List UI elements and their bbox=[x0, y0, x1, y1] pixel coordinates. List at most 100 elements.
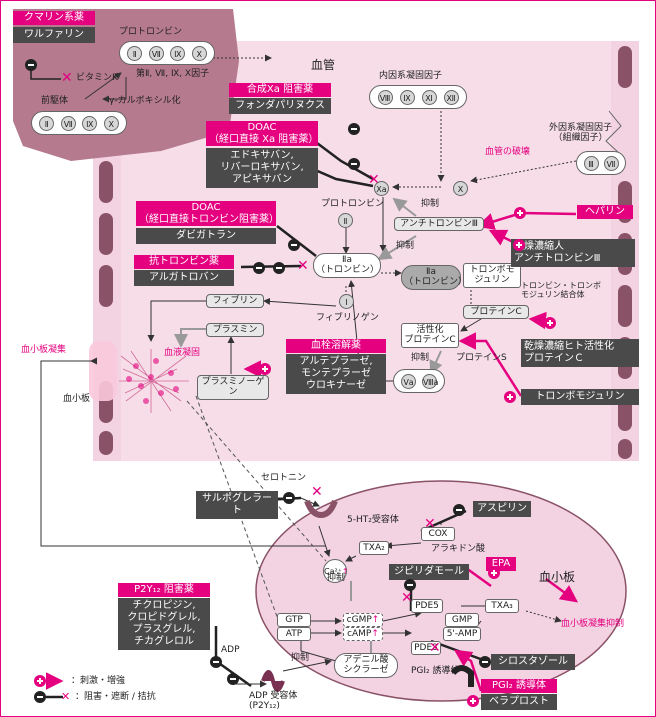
fondaparinux-label: フォンダパリヌクス bbox=[229, 98, 331, 114]
dried-apc-label: 乾燥濃縮ヒト活性化 プロテインＣ bbox=[521, 339, 639, 367]
protein-s-label: プロテインS bbox=[456, 353, 507, 363]
legend-plus-icon bbox=[34, 675, 46, 687]
vessel-damage-label: 血管の破壊 bbox=[485, 147, 531, 157]
inhibit-x-icon: ✕ bbox=[61, 70, 73, 86]
factor-circle: Ⅸ bbox=[170, 45, 186, 61]
platelet-aggregation-label: 血小板凝集 bbox=[21, 345, 67, 355]
plus-icon bbox=[467, 695, 479, 707]
factors-label: 第Ⅱ, Ⅶ, Ⅸ, Ⅹ因子 bbox=[136, 69, 210, 79]
minus-icon bbox=[479, 656, 491, 668]
thrombomodulin-inner-box: トロンボモ ジュリン bbox=[463, 263, 521, 288]
cox-box: COX bbox=[421, 527, 455, 542]
factor-circle: Ⅴa bbox=[401, 373, 416, 389]
factor-circle: Ⅶ bbox=[60, 115, 76, 131]
inhibit-label-1: 抑制 bbox=[421, 199, 440, 209]
blood-clot-label: 血液凝固 bbox=[164, 348, 201, 358]
left-wall-cells bbox=[99, 161, 113, 455]
iia-thrombin-box: Ⅱa （トロンビン） bbox=[313, 253, 381, 278]
p2y12-body: チクロピジン, クロピドグレル, プラスグレル, チカグレロル bbox=[118, 598, 210, 650]
txa3-box: TXA₃ bbox=[485, 599, 519, 614]
cgmp-up-arrow: ↑ bbox=[371, 615, 380, 625]
plus-icon bbox=[513, 239, 525, 251]
adenylate-cyclase-box: アデニル酸 シクラーゼ bbox=[334, 653, 398, 678]
intrinsic-label: 内因系凝固因子 bbox=[379, 71, 443, 81]
platelet-label: 血小板 bbox=[63, 394, 91, 404]
sarpogrelate-label: サルポグレラート bbox=[196, 491, 278, 519]
inhibit-label-b: 抑制 bbox=[291, 653, 310, 663]
pde3-box: PDE3 bbox=[411, 641, 441, 656]
vitamin-k-label: ビタミンK bbox=[76, 73, 118, 83]
factor-circle: Ⅶ bbox=[148, 45, 164, 61]
inhibit-label-2: 抑制 bbox=[396, 241, 415, 251]
minus-icon bbox=[453, 504, 465, 516]
doac-xa-body: エドキサバン, リバーロキサバン, アピキサバン bbox=[206, 148, 318, 188]
gmp-box: GMP bbox=[445, 613, 479, 628]
factor-circle: Ⅲ bbox=[583, 155, 599, 171]
inhibit-x-icon: ✕ bbox=[401, 590, 413, 606]
activated-pc-box: 活性化 プロテインC bbox=[401, 323, 459, 348]
heparin-label: ヘパリン bbox=[577, 205, 633, 219]
dried-at-label: 乾燥濃縮人 アンチトロンビンⅢ bbox=[511, 239, 635, 267]
minus-icon bbox=[253, 262, 265, 274]
ca-label: Ca²⁺ bbox=[324, 567, 342, 576]
atp-box: ATP bbox=[277, 627, 311, 642]
thrombolytic-header: 血栓溶解薬 bbox=[286, 339, 386, 353]
factor-circle: Ⅹ bbox=[191, 45, 207, 61]
fibrin-box: フィブリン bbox=[206, 294, 264, 309]
arachidonic-label: アラキドン酸 bbox=[431, 544, 486, 554]
adp-label: ADP bbox=[221, 645, 240, 655]
extrinsic-label: 外因系凝固因子 （組織因子） bbox=[549, 123, 613, 144]
extrinsic-capsule: Ⅲ Ⅶ bbox=[576, 151, 626, 175]
legend-inhibit: ：阻害・遮断 / 拮抗 bbox=[75, 692, 156, 702]
minus-icon bbox=[227, 673, 239, 685]
ca-circle: Ca²⁺↑ bbox=[323, 559, 349, 583]
legend-x-icon: ✕ bbox=[61, 690, 71, 703]
legend-minus-icon bbox=[34, 691, 46, 703]
gtp-box: GTP bbox=[277, 613, 311, 628]
platelet-cell bbox=[255, 480, 627, 702]
minus-icon bbox=[288, 239, 300, 251]
adp-receptor-label: ADP 受容体 (P2Y₁₂) bbox=[249, 691, 298, 712]
thrombomodulin-drug-label: トロンボモジュリン bbox=[521, 389, 639, 405]
factor-circle: Ⅹ bbox=[103, 115, 119, 131]
txa2-box: TXA₂ bbox=[359, 541, 389, 556]
pa-inhibition-label: 血小板凝集抑制 bbox=[561, 619, 625, 629]
antithrombin-box: アンチトロンビンⅢ bbox=[394, 217, 484, 232]
factor-circle: Ⅶ bbox=[603, 155, 619, 171]
minus-icon bbox=[348, 123, 360, 135]
ca-up-arrow: ↑ bbox=[341, 567, 349, 576]
vessel-title: 血管 bbox=[311, 58, 336, 72]
plus-icon bbox=[488, 567, 500, 579]
thrombin-tm-complex-label: トロンビン・トロンボ モジュリン結合体 bbox=[521, 281, 601, 300]
minus-icon bbox=[273, 262, 285, 274]
camp-label: cAMP bbox=[347, 629, 372, 639]
plus-icon bbox=[514, 207, 526, 219]
carboxylation-label: γ-カルボキシル化 bbox=[109, 96, 181, 106]
legend-stimulate: ：刺激・増強 bbox=[71, 676, 126, 686]
minus-icon bbox=[283, 492, 295, 504]
plus-icon bbox=[259, 363, 271, 375]
pgi2-header: PGI₂ 誘導体 bbox=[481, 679, 557, 693]
minus-icon bbox=[348, 158, 360, 170]
beraprost-label: ベラプロスト bbox=[481, 694, 557, 710]
factor-circle: Ⅷ bbox=[377, 89, 393, 105]
aspirin-label: アスピリン bbox=[473, 501, 531, 517]
intrinsic-capsule: Ⅷ Ⅸ Ⅺ Ⅻ bbox=[369, 85, 467, 109]
plus-icon bbox=[504, 391, 516, 403]
xa-circle: Ⅹa bbox=[374, 181, 389, 196]
amp-box: 5'-AMP bbox=[443, 627, 481, 642]
argatroban-label: アルガトロバン bbox=[134, 270, 234, 286]
inhibit-x-icon: ✕ bbox=[311, 484, 323, 500]
protein-c-box: プロテインC bbox=[463, 305, 529, 320]
anti-thrombin-header: 抗トロンビン薬 bbox=[134, 255, 234, 269]
fibrinogen-label: フィブリノゲン bbox=[316, 313, 379, 323]
ht2-receptor-label: 5-HT₂受容体 bbox=[347, 515, 399, 525]
inhibit-x-icon: ✕ bbox=[368, 172, 380, 188]
factor-circle: Ⅻ bbox=[443, 89, 459, 105]
pde5-box: PDE5 bbox=[411, 599, 443, 614]
ii-circle: Ⅱ bbox=[338, 213, 353, 228]
active-factors-capsule: Ⅱ Ⅶ Ⅸ Ⅹ bbox=[119, 41, 215, 65]
minus-icon bbox=[404, 579, 416, 591]
inhibit-x-icon: ✕ bbox=[297, 258, 309, 274]
